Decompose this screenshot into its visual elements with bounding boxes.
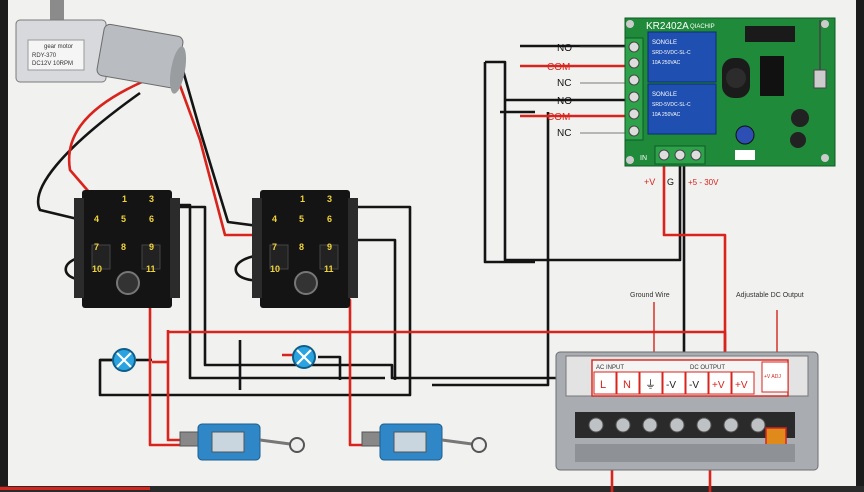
relay-socket-body xyxy=(260,190,350,308)
relay2-pin-3: 3 xyxy=(327,194,332,204)
psu-labels: Ground Wire Adjustable DC Output xyxy=(630,292,804,299)
ac-input-label: AC INPUT xyxy=(596,365,624,371)
power-label-v: +V xyxy=(644,177,655,187)
relay1-pin-7: 7 xyxy=(94,242,99,252)
power-supply: AC INPUT DC OUTPUT L N ⏚ -V -V +V +V +V … xyxy=(555,351,819,471)
rf-module xyxy=(745,26,795,42)
relay2-pin-1: 1 xyxy=(300,194,305,204)
svg-text:SRD-5VDC-SL-C: SRD-5VDC-SL-C xyxy=(652,50,691,56)
relay2-pin-9: 9 xyxy=(327,242,332,252)
psu-terminal-n: N xyxy=(623,379,631,391)
psu-terminal-plus-v-2: +V xyxy=(735,380,748,391)
svg-text:SONGLE: SONGLE xyxy=(652,92,677,98)
relay1-pin-8: 8 xyxy=(121,242,126,252)
receiver-terminal-labels: NO COM NC NO COM NC xyxy=(547,43,625,139)
terminal-label-com-2: COM xyxy=(547,112,570,123)
svg-text:10A 250VAC: 10A 250VAC xyxy=(652,112,681,118)
relay1-pin-9: 9 xyxy=(149,242,154,252)
limit-switch-2 xyxy=(361,423,487,461)
svg-text:10A 250VAC: 10A 250VAC xyxy=(652,60,681,66)
psu-terminal-plus-v-1: +V xyxy=(712,380,725,391)
motor-label-line-1: gear motor xyxy=(44,44,73,50)
relay2-pin-6: 6 xyxy=(327,214,332,224)
terminal-label-no-2: NO xyxy=(557,96,572,107)
motor-label-plate xyxy=(27,39,85,71)
terminal-label-nc-1: NC xyxy=(557,78,571,89)
psu-terminal-minus-v-1: -V xyxy=(666,380,676,391)
gear-motor: gear motor RDY-370 DC12V 10RPM xyxy=(15,0,187,94)
relay1-pin-11: 11 xyxy=(146,264,156,274)
svg-text:SRD-5VDC-SL-C: SRD-5VDC-SL-C xyxy=(652,102,691,108)
lamp-1 xyxy=(112,348,136,372)
receiver-relay-1 xyxy=(647,31,717,83)
relay2-pin-11: 11 xyxy=(324,264,334,274)
receiver-power-labels: +V G +5 - 30V xyxy=(644,177,719,187)
relay2-pin-10: 10 xyxy=(270,264,280,274)
relay1-pin-4: 4 xyxy=(94,214,99,224)
receiver-model-label: KR2402A xyxy=(646,21,689,32)
psu-terminal-minus-v-2: -V xyxy=(689,380,699,391)
relay-socket-center xyxy=(294,271,318,295)
adjust-potentiometer xyxy=(765,427,787,447)
power-label-g: G xyxy=(667,177,674,187)
relay1-pin-6: 6 xyxy=(149,214,154,224)
adjustable-output-label: Adjustable DC Output xyxy=(736,292,804,299)
relay-socket-body xyxy=(82,190,172,308)
terminal-label-com-1: COM xyxy=(547,62,570,73)
relay2-pin-5: 5 xyxy=(299,214,304,224)
svg-text:SONGLE: SONGLE xyxy=(652,40,677,46)
ground-wire-label: Ground Wire xyxy=(630,292,670,299)
relay-2: 1 3 4 5 6 7 8 9 10 11 xyxy=(252,190,358,308)
terminal-label-nc-2: NC xyxy=(557,128,571,139)
psu-terminal-ground: ⏚ xyxy=(645,378,656,391)
video-progress-bar xyxy=(0,487,150,490)
learn-button xyxy=(813,69,827,89)
psu-terminal-l: L xyxy=(600,379,606,391)
receiver-tag-label: QIACHIP xyxy=(690,24,715,30)
relay1-pin-10: 10 xyxy=(92,264,102,274)
roller-icon xyxy=(471,437,487,453)
motor-shaft xyxy=(50,0,64,22)
relay1-pin-3: 3 xyxy=(149,194,154,204)
motor-label-line-3: DC12V 10RPM xyxy=(32,61,73,67)
relay1-pin-5: 5 xyxy=(121,214,126,224)
relay1-pin-1: 1 xyxy=(122,194,127,204)
receiver-relay-2 xyxy=(647,83,717,135)
power-label-range: +5 - 30V xyxy=(688,178,719,187)
relay2-pin-7: 7 xyxy=(272,242,277,252)
terminal-label-no-1: NO xyxy=(557,43,572,54)
psu-adj-label: +V ADJ xyxy=(764,374,781,380)
receiver-board: KR2402A QIACHIP SONGLE SRD-5VDC-SL-C 10A… xyxy=(624,17,836,167)
lamp-2 xyxy=(292,345,316,369)
svg-text:IN: IN xyxy=(640,155,647,162)
roller-icon xyxy=(289,437,305,453)
relay-socket-center xyxy=(116,271,140,295)
dc-output-label: DC OUTPUT xyxy=(690,365,725,371)
motor-label-line-2: RDY-370 xyxy=(32,53,57,59)
relay2-pin-8: 8 xyxy=(299,242,304,252)
limit-switch-1 xyxy=(179,423,305,461)
relay2-pin-4: 4 xyxy=(272,214,277,224)
relay-1: 1 3 4 5 6 7 8 9 10 11 xyxy=(74,190,180,308)
